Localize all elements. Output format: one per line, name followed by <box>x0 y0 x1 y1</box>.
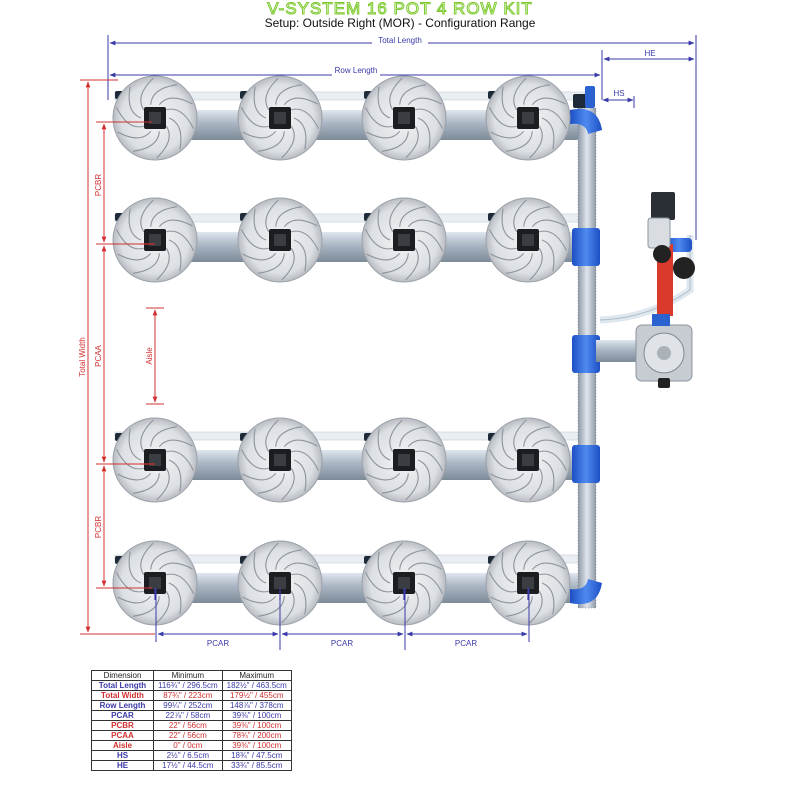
maximum-cell: 179½" / 455cm <box>221 690 292 701</box>
hs-label: HS <box>613 89 624 98</box>
table-header: Maximum <box>221 670 292 681</box>
maximum-cell: 33¾" / 85.5cm <box>221 760 292 771</box>
maximum-cell: 39⅜" / 100cm <box>221 720 292 731</box>
pot <box>112 417 198 503</box>
pcaa-label: PCAA <box>94 344 103 366</box>
pot <box>361 75 447 161</box>
dimension-name-cell: Aisle <box>91 740 154 751</box>
total-length-label: Total Length <box>378 36 422 45</box>
minimum-cell: 99¼" / 252cm <box>153 700 223 711</box>
vertical-manifold <box>570 86 602 609</box>
pot <box>361 417 447 503</box>
maximum-cell: 78¾" / 200cm <box>221 730 292 741</box>
minimum-cell: 22" / 56cm <box>153 730 223 741</box>
maximum-cell: 182½" / 463.5cm <box>221 680 292 691</box>
maximum-cell: 18¾" / 47.5cm <box>221 750 292 761</box>
aisle-label: Aisle <box>145 347 154 365</box>
pot <box>485 197 571 283</box>
minimum-cell: 2½" / 6.5cm <box>153 750 223 761</box>
maximum-cell: 39⅜" / 100cm <box>221 740 292 751</box>
pcar-label-2: PCAR <box>331 639 353 648</box>
pot <box>112 197 198 283</box>
page-title: V-SYSTEM 16 POT 4 ROW KIT <box>267 0 533 18</box>
pcbr-bottom-label: PCBR <box>94 516 103 538</box>
pcar-label-3: PCAR <box>455 639 477 648</box>
table-header: Dimension <box>91 670 154 681</box>
pot <box>237 75 323 161</box>
he-label: HE <box>644 49 655 58</box>
pot <box>485 75 571 161</box>
dimension-name-cell: PCAA <box>91 730 154 741</box>
pot <box>112 75 198 161</box>
table-header: Minimum <box>153 670 223 681</box>
minimum-cell: 0" / 0cm <box>153 740 223 751</box>
dimension-name-cell: HS <box>91 750 154 761</box>
pot <box>485 417 571 503</box>
dimension-name-cell: Row Length <box>91 700 154 711</box>
table-header-row: Dimension Minimum Maximum <box>91 670 292 681</box>
maximum-cell: 39⅜" / 100cm <box>221 710 292 721</box>
dimension-name-cell: PCBR <box>91 720 154 731</box>
dimension-name-cell: Total Width <box>91 690 154 701</box>
dimension-name-cell: HE <box>91 760 154 771</box>
minimum-cell: 22⅞" / 58cm <box>153 710 223 721</box>
dimension-labels: Total Length HE Row Length HS Total Widt… <box>78 36 656 648</box>
page-subtitle: Setup: Outside Right (MOR) - Configurati… <box>264 16 536 30</box>
maximum-cell: 148⅞" / 378cm <box>221 700 292 711</box>
minimum-cell: 116¾" / 296.5cm <box>153 680 223 691</box>
total-width-label: Total Width <box>78 337 87 377</box>
pot <box>237 417 323 503</box>
pot <box>237 540 323 626</box>
pot <box>112 540 198 626</box>
minimum-cell: 22" / 56cm <box>153 720 223 731</box>
dimension-name-cell: Total Length <box>91 680 154 691</box>
pot <box>485 540 571 626</box>
minimum-cell: 87¾" / 223cm <box>153 690 223 701</box>
controller-unit <box>596 192 695 388</box>
pcbr-top-label: PCBR <box>94 174 103 196</box>
pcar-label-1: PCAR <box>207 639 229 648</box>
pot <box>361 540 447 626</box>
row-length-label: Row Length <box>335 66 378 75</box>
pot-grid <box>112 75 571 626</box>
minimum-cell: 17½" / 44.5cm <box>153 760 223 771</box>
pot <box>361 197 447 283</box>
dimension-name-cell: PCAR <box>91 710 154 721</box>
pot <box>237 197 323 283</box>
row-pipes <box>114 91 586 603</box>
